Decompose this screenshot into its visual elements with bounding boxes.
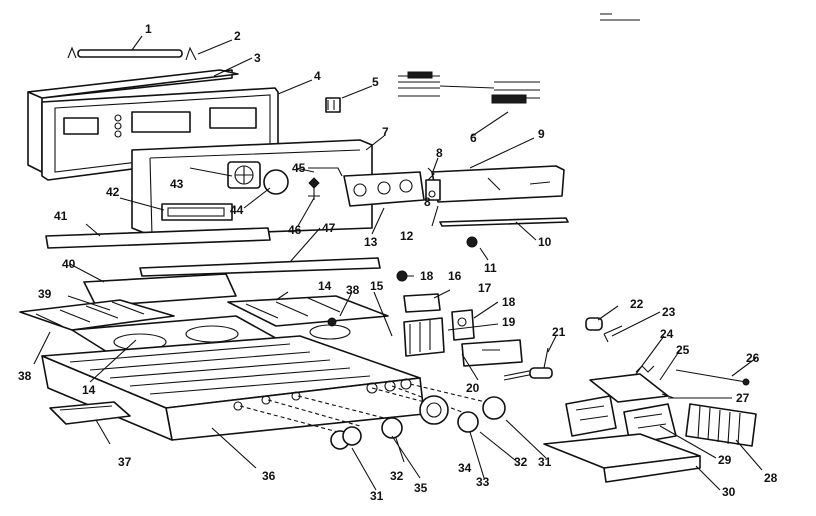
part-37-drip-pan: [49, 401, 131, 425]
callout-13: 13: [364, 235, 378, 249]
callout-31-extra: 31: [370, 489, 384, 503]
callout-42: 42: [106, 185, 120, 199]
callout-5: 5: [372, 75, 379, 89]
callout-4: 4: [314, 69, 321, 83]
leader-lines: [33, 35, 763, 491]
part-41-trim-strip: [45, 227, 271, 249]
callout-labels: 1 2 3 4 5 6 7 8 9 10 11 12 13 14 15 16 1…: [18, 22, 778, 503]
part-43-clock: [227, 161, 261, 189]
callout-8: 8: [436, 146, 443, 160]
callout-47: 47: [322, 221, 336, 235]
callout-26: 26: [746, 351, 760, 365]
callout-31: 31: [538, 455, 552, 469]
callout-37: 37: [118, 455, 132, 469]
part-28-grill: [685, 403, 757, 447]
callout-40: 40: [62, 257, 76, 271]
part-1-top-rod: [77, 49, 183, 58]
callout-19: 19: [502, 315, 516, 329]
callout-14-extra: 14: [82, 383, 96, 397]
callout-32: 32: [514, 455, 528, 469]
callout-9: 9: [538, 127, 545, 141]
callout-33: 33: [476, 475, 490, 489]
callout-10: 10: [538, 235, 552, 249]
part-27-pin: [661, 393, 675, 399]
corner-mark: [600, 13, 640, 21]
callout-39: 39: [38, 287, 52, 301]
part-10-rail: [439, 217, 569, 227]
callout-21: 21: [552, 325, 566, 339]
callout-41: 41: [54, 209, 68, 223]
callout-20: 20: [466, 381, 480, 395]
callout-7: 7: [382, 125, 389, 139]
callout-32-extra: 32: [390, 469, 404, 483]
callout-34: 34: [458, 461, 472, 475]
callout-12: 12: [400, 229, 414, 243]
parts-31-35-knobs: [239, 383, 506, 450]
callout-27: 27: [736, 391, 750, 405]
part-45-bracket: [308, 167, 343, 177]
callout-6: 6: [470, 131, 477, 145]
part-17-bracket: [403, 293, 441, 313]
part-3-back-panel: [27, 69, 239, 173]
callout-28: 28: [764, 471, 778, 485]
callout-16: 16: [448, 269, 462, 283]
part-16-clip: [396, 270, 408, 282]
part-36-cooktop-chassis: [41, 335, 425, 441]
callout-1: 1: [145, 22, 152, 36]
part-46-fuse: [308, 177, 320, 200]
part-47-trim-strip: [139, 257, 381, 277]
callout-17: 17: [478, 281, 492, 295]
callout-14: 14: [318, 279, 332, 293]
callout-25: 25: [676, 343, 690, 357]
part-5-connector: [325, 97, 341, 113]
part-11-grommet: [466, 236, 478, 248]
callout-8-extra: 8: [424, 195, 431, 209]
part-19-manifold-bracket: [403, 317, 445, 357]
part-12-bracket: [425, 179, 441, 201]
callout-45: 45: [292, 161, 306, 175]
part-20-mount-plate: [461, 339, 523, 367]
callout-18: 18: [502, 295, 516, 309]
callout-18-extra: 18: [420, 269, 434, 283]
part-22-fitting: [585, 317, 603, 331]
part-21-tube: [503, 347, 553, 381]
callout-29: 29: [718, 453, 732, 467]
callout-22: 22: [630, 297, 644, 311]
part-30-oven-tray: [543, 433, 701, 483]
part-40-cooktop-panel: [83, 273, 237, 307]
callout-11: 11: [484, 261, 497, 275]
callout-38-extra: 38: [346, 283, 360, 297]
part-23-hook: [603, 325, 623, 343]
callout-3: 3: [254, 51, 261, 65]
part-26-igniter-rod: [675, 369, 750, 386]
part-6-wire-harness: [398, 71, 540, 104]
callout-23: 23: [662, 305, 676, 319]
callout-2: 2: [234, 29, 241, 43]
part-18-valve: [451, 309, 475, 341]
part-25-spring: [635, 365, 655, 373]
callout-15: 15: [370, 279, 384, 293]
part-3-small-screw: [427, 167, 435, 181]
callout-38: 38: [18, 369, 32, 383]
part-2-clips: [67, 46, 197, 61]
part-9-side-panel: [431, 165, 565, 203]
callout-24: 24: [660, 327, 674, 341]
callout-46: 46: [288, 223, 302, 237]
callout-35: 35: [414, 481, 428, 495]
callout-30: 30: [722, 485, 736, 499]
callout-43: 43: [170, 177, 184, 191]
callout-36: 36: [262, 469, 276, 483]
callout-44: 44: [230, 203, 244, 217]
part-13-switch-assembly: [343, 171, 425, 207]
part-38-39-grates: [19, 295, 389, 331]
